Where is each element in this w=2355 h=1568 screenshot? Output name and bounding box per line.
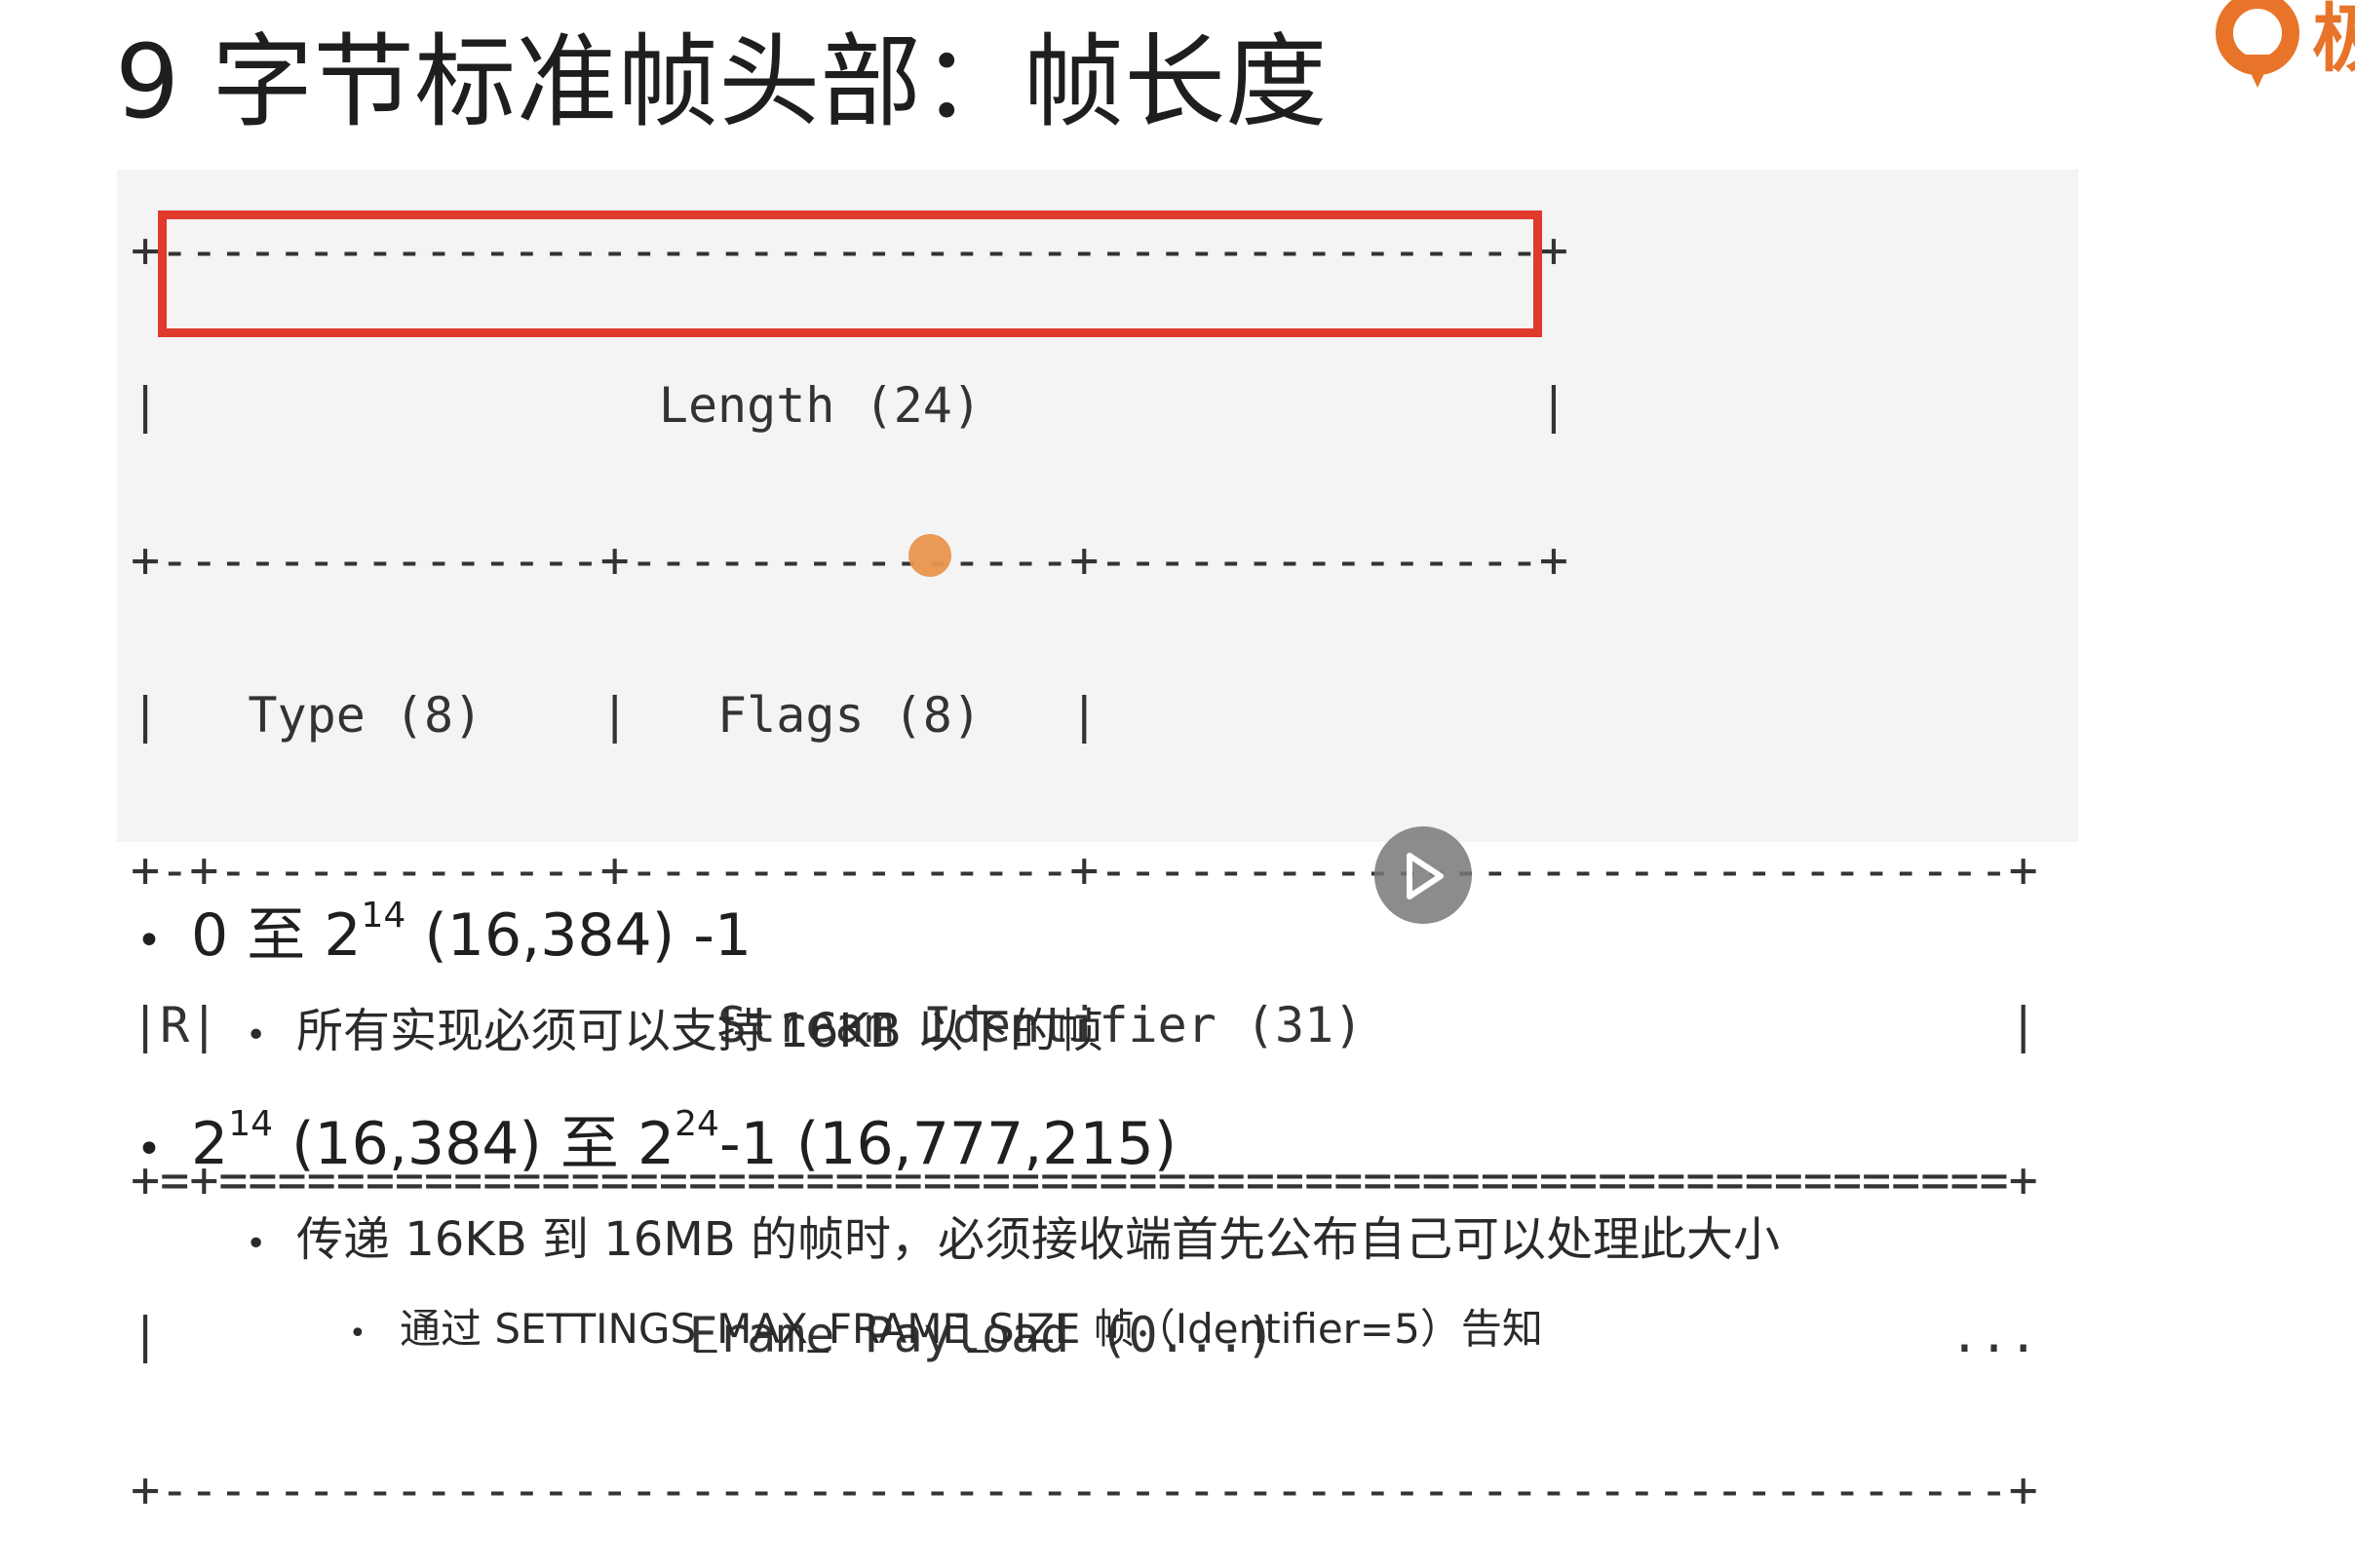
play-icon [1407, 853, 1444, 899]
mouse-cursor-icon [908, 534, 951, 577]
play-button[interactable] [1374, 826, 1472, 924]
diagram-line-1: +---------------------------------------… [131, 222, 1569, 279]
diagram-line-8: | Frame Payload (0...) ... [131, 1307, 2038, 1363]
length-highlight-box [158, 210, 1542, 337]
brand-logo: 极 [2205, 0, 2355, 97]
diagram-line-9: +---------------------------------------… [131, 1462, 2038, 1518]
logo-text: 极 [2312, 0, 2355, 82]
logo-icon [2216, 0, 2299, 88]
slide-title: 9 字节标准帧头部：帧长度 [115, 22, 1328, 141]
diagram-line-3: +---------------+---------------+-------… [131, 532, 1569, 589]
diagram-line-2: | Length (24) | [131, 377, 1569, 434]
diagram-line-5: +-+-------------+---------------+-------… [131, 842, 2038, 899]
frame-header-diagram: +---------------------------------------… [117, 170, 2078, 1518]
frame-header-ascii: +---------------------------------------… [131, 173, 2038, 1568]
diagram-line-7: +=+=====================================… [131, 1152, 2038, 1208]
diagram-line-6: |R| Stream Identifier (31) | [131, 997, 2038, 1053]
diagram-line-4: | Type (8) | Flags (8) | [131, 687, 1100, 744]
